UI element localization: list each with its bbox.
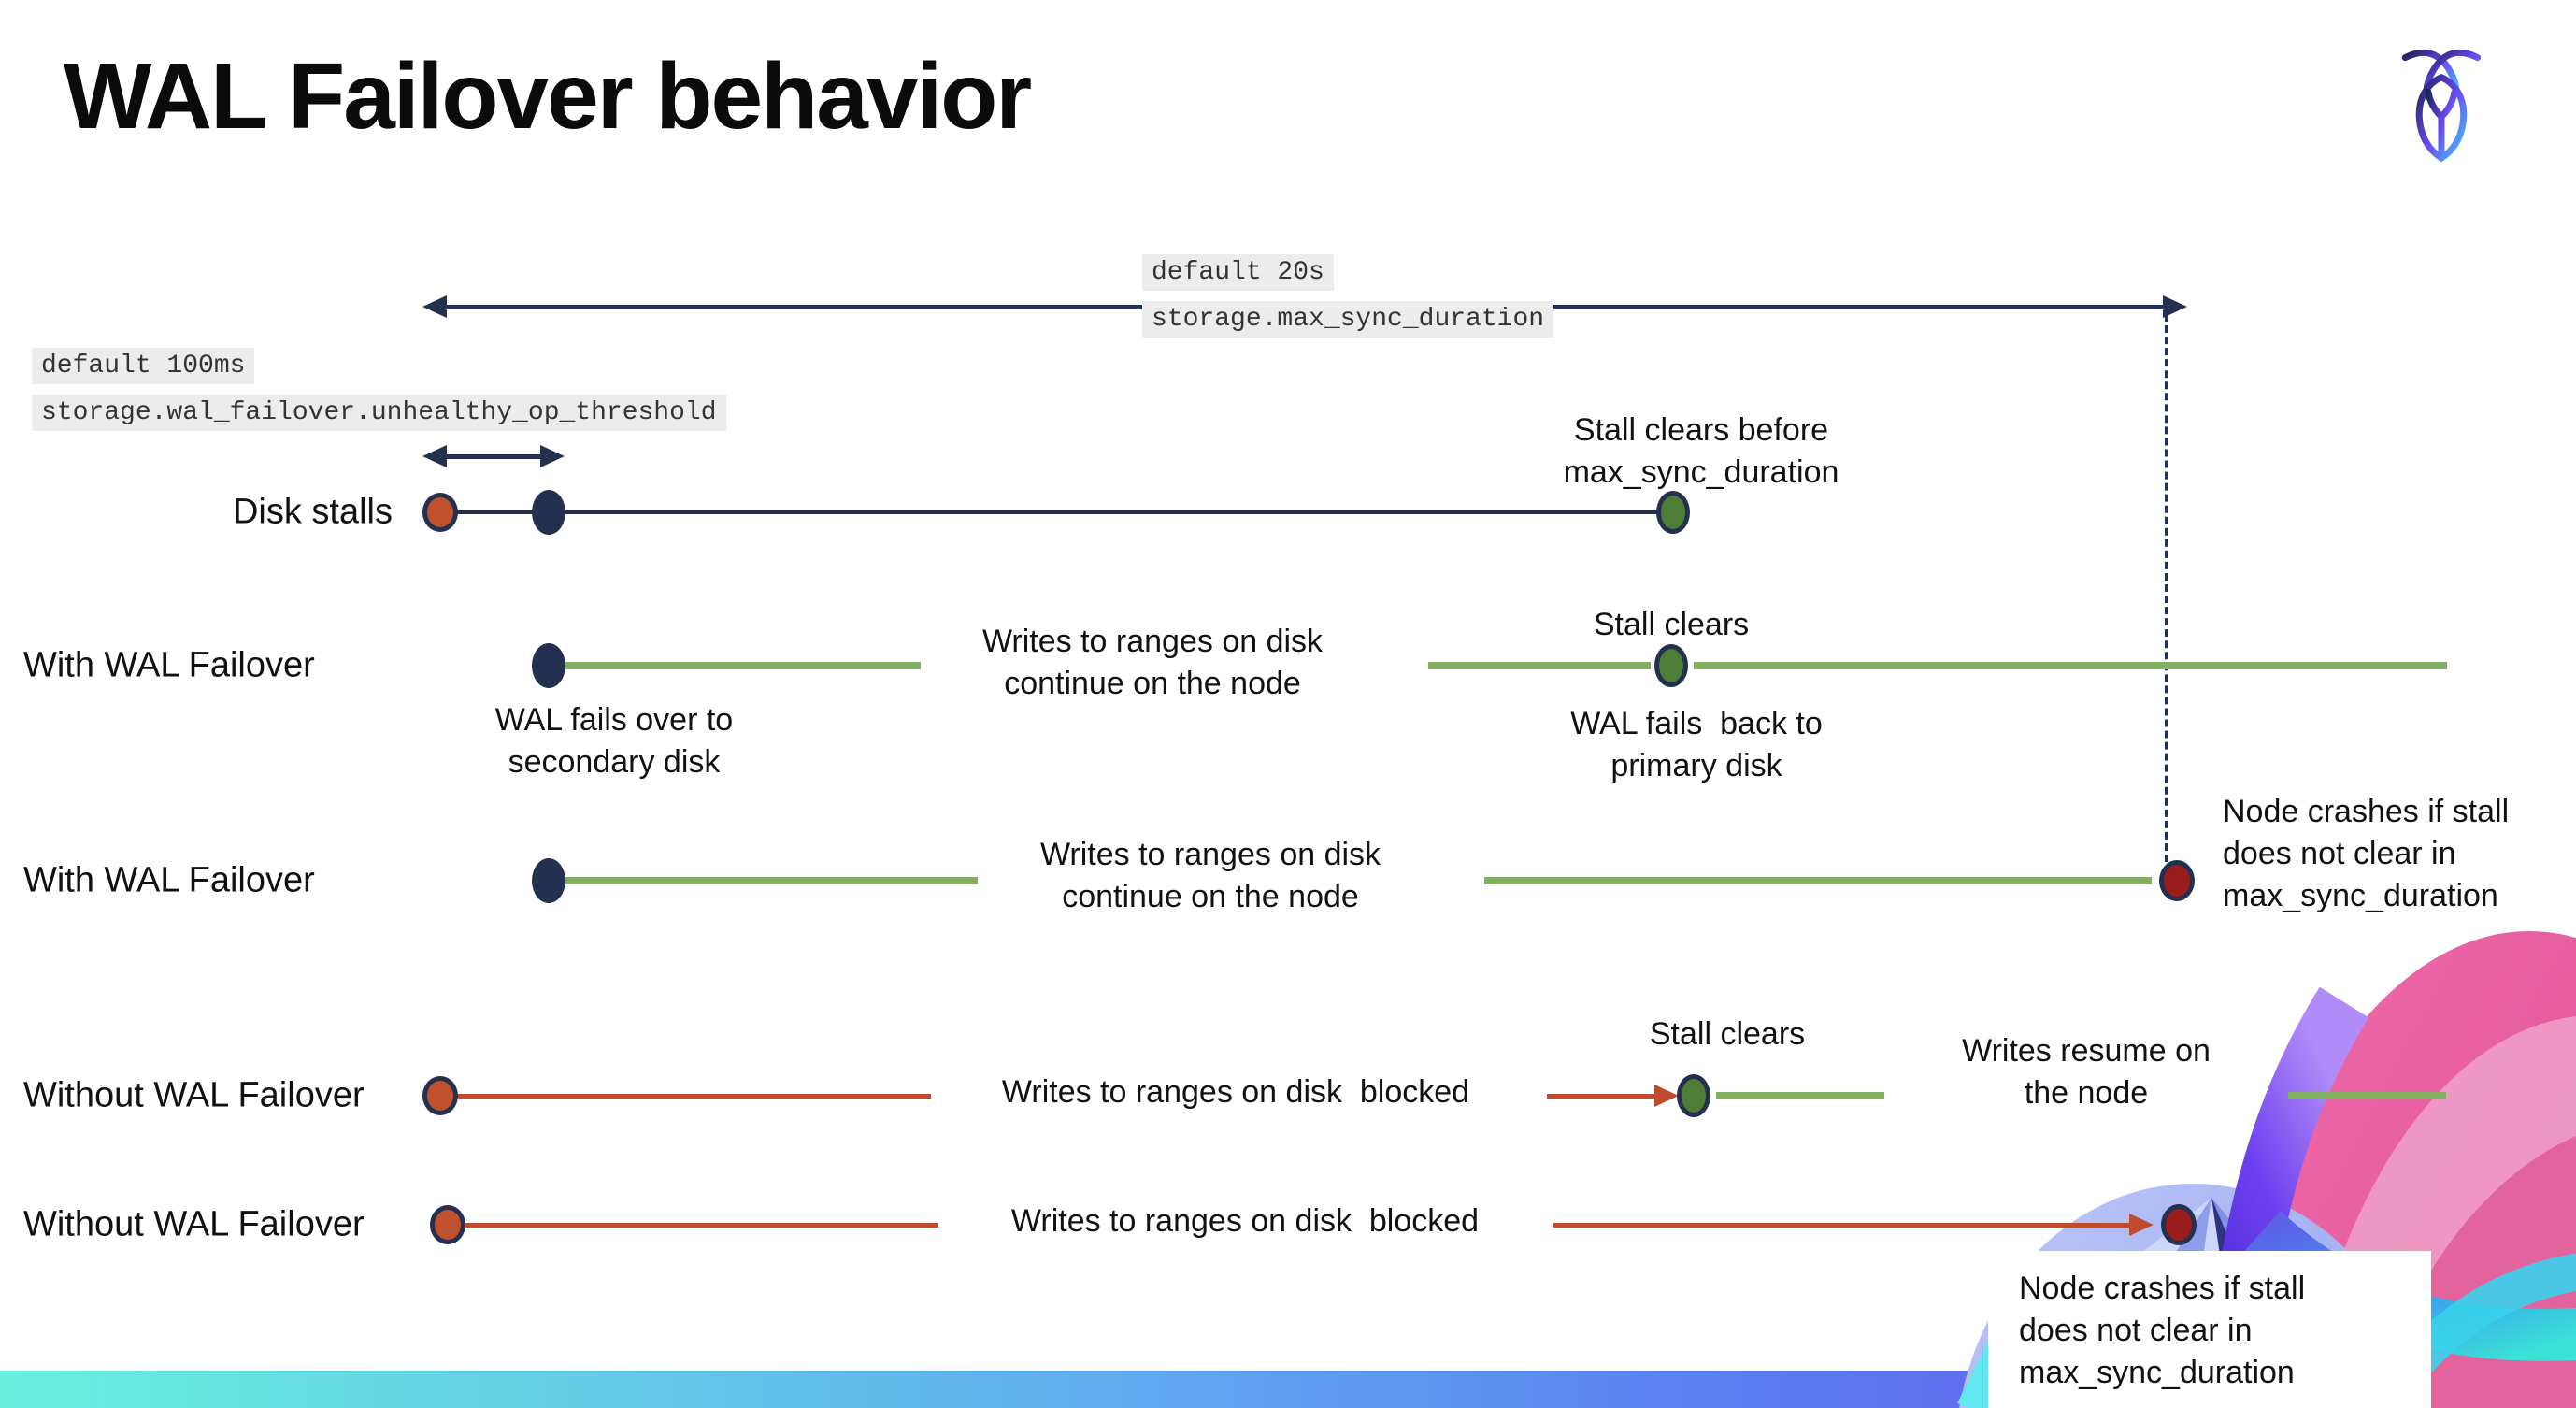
unhealthy-op-default-label: default 100ms [32,348,255,384]
writes-continue-line [1484,877,2152,884]
writes-blocked-line [456,1094,931,1099]
row-label-disk-stalls: Disk stalls [232,492,393,532]
writes-continue-line [563,662,921,669]
writes-continue-note: Writes to ranges on disk continue on the… [981,624,1332,701]
stall-start-dot [422,493,458,532]
writes-blocked-line [464,1223,938,1228]
stall-clears-before-note: Stall clears before max_sync_duration [1563,412,1839,490]
writes-continue-line [1428,662,1651,669]
writes-continue-note: Writes to ranges on disk continue on the… [1039,837,1390,914]
unhealthy-op-threshold-arrow [439,454,548,459]
node-crash-note: Node crashes if stall does not clear in … [2223,794,2518,913]
row-label-without-wal-failover: Without WAL Failover [23,1075,365,1115]
arrowhead-left-icon [422,295,447,318]
stall-clear-dot [1677,1074,1710,1117]
stall-clears-note: Stall clears [1649,1016,1806,1052]
writes-blocked-note: Writes to ranges on disk blocked [1001,1074,1470,1110]
page-title: WAL Failover behavior [64,44,1032,149]
unhealthy-op-setting-label: storage.wal_failover.unhealthy_op_thresh… [32,395,726,431]
writes-resume-note: Writes resume on the node [1962,1033,2220,1111]
arrowhead-right-icon [540,445,565,467]
max-sync-deadline-dashed-line [2165,314,2168,862]
writes-continue-line [1694,662,2447,669]
writes-blocked-line [1547,1094,1659,1099]
red-arrowhead-icon [2129,1214,2154,1236]
failover-dot [532,858,565,903]
stall-start-dot [422,1076,458,1115]
row-label-with-wal-failover: With WAL Failover [23,860,315,900]
writes-continue-line [563,877,978,884]
disk-stall-timeline [439,510,1673,514]
stall-start-dot [430,1205,465,1244]
max-sync-setting-label: storage.max_sync_duration [1142,301,1554,338]
threshold-dot [532,490,565,535]
crash-note-box [1988,1251,2431,1408]
arrowhead-left-icon [422,445,447,467]
row-label-with-wal-failover: With WAL Failover [23,645,315,685]
writes-resume-line [2288,1092,2446,1099]
failover-dot [532,643,565,688]
crash-dot [2161,1204,2197,1245]
writes-blocked-line [1553,1223,2131,1228]
row-label-without-wal-failover: Without WAL Failover [23,1204,365,1244]
failover-note: WAL fails over to secondary disk [494,702,742,780]
writes-resume-line [1716,1092,1884,1099]
node-crash-note: Node crashes if stall does not clear in … [2019,1271,2314,1390]
stall-clear-dot [1654,644,1688,687]
writes-blocked-note: Writes to ranges on disk blocked [1010,1203,1480,1239]
cockroachdb-logo-icon [2401,49,2482,163]
stall-clears-note: Stall clears [1593,607,1750,642]
max-sync-default-label: default 20s [1142,254,1334,291]
stall-clear-dot [1656,491,1690,534]
failback-note: WAL fails back to primary disk [1570,706,1832,783]
crash-dot [2159,860,2195,901]
